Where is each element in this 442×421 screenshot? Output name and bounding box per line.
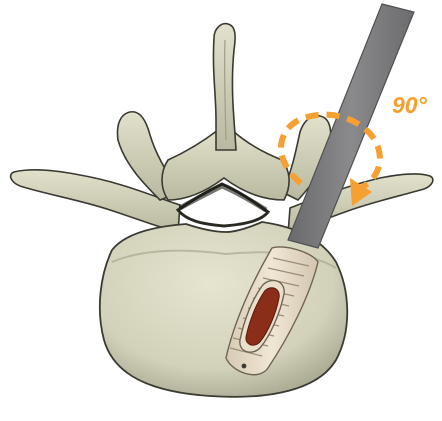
vertebral-body — [100, 222, 347, 397]
implant-marker — [242, 364, 247, 369]
rotation-angle-label: 90° — [392, 92, 427, 119]
posterior-arch — [118, 24, 331, 200]
